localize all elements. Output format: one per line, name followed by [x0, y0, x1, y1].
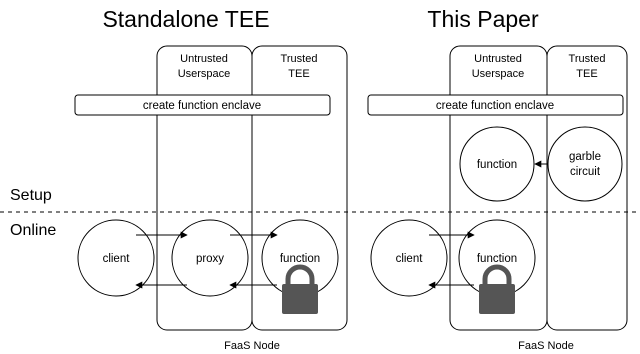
standalone-node: Untrusted Userspace Trusted TEE create f…	[74, 45, 348, 352]
paper-trusted-label-1: Trusted	[569, 53, 606, 65]
setup-label: Setup	[10, 187, 52, 204]
standalone-client-label: client	[103, 253, 131, 265]
paper-untrusted-label-2: Userspace	[472, 68, 525, 80]
paper-enclave-label: create function enclave	[436, 100, 554, 112]
paper-setup-function-label: function	[477, 159, 517, 171]
standalone-untrusted-label-1: Untrusted	[180, 53, 228, 65]
standalone-proxy-label: proxy	[196, 253, 224, 265]
standalone-client-node	[77, 219, 155, 297]
garble-circuit-node	[547, 126, 623, 202]
paper-title: This Paper	[427, 6, 539, 32]
standalone-footer: FaaS Node	[224, 340, 280, 352]
paper-client-node	[370, 219, 448, 297]
lock-icon	[479, 264, 515, 314]
garble-circuit-label-1: garble	[569, 151, 601, 163]
paper-trusted-label-2: TEE	[576, 68, 597, 80]
standalone-enclave-label: create function enclave	[143, 100, 261, 112]
standalone-proxy-node	[171, 219, 249, 297]
standalone-untrusted-label-2: Userspace	[178, 68, 231, 80]
paper-untrusted-label-1: Untrusted	[474, 53, 522, 65]
paper-footer: FaaS Node	[518, 340, 574, 352]
standalone-trusted-label-2: TEE	[288, 68, 309, 80]
standalone-enclave-box	[74, 94, 331, 116]
online-label: Online	[10, 222, 56, 239]
standalone-trusted-column	[251, 45, 348, 331]
standalone-trusted-label-1: Trusted	[281, 53, 318, 65]
paper-client-label: client	[396, 253, 424, 265]
paper-setup-function-node	[459, 126, 535, 202]
paper-node: Untrusted Userspace Trusted TEE create f…	[367, 45, 628, 352]
garble-circuit-label-2: circuit	[570, 166, 601, 178]
standalone-title: Standalone TEE	[102, 6, 269, 32]
standalone-function-label: function	[280, 253, 320, 265]
paper-trusted-column	[546, 45, 628, 331]
paper-online-function-label: function	[477, 253, 517, 265]
paper-enclave-box	[367, 94, 624, 116]
lock-icon	[282, 264, 318, 314]
